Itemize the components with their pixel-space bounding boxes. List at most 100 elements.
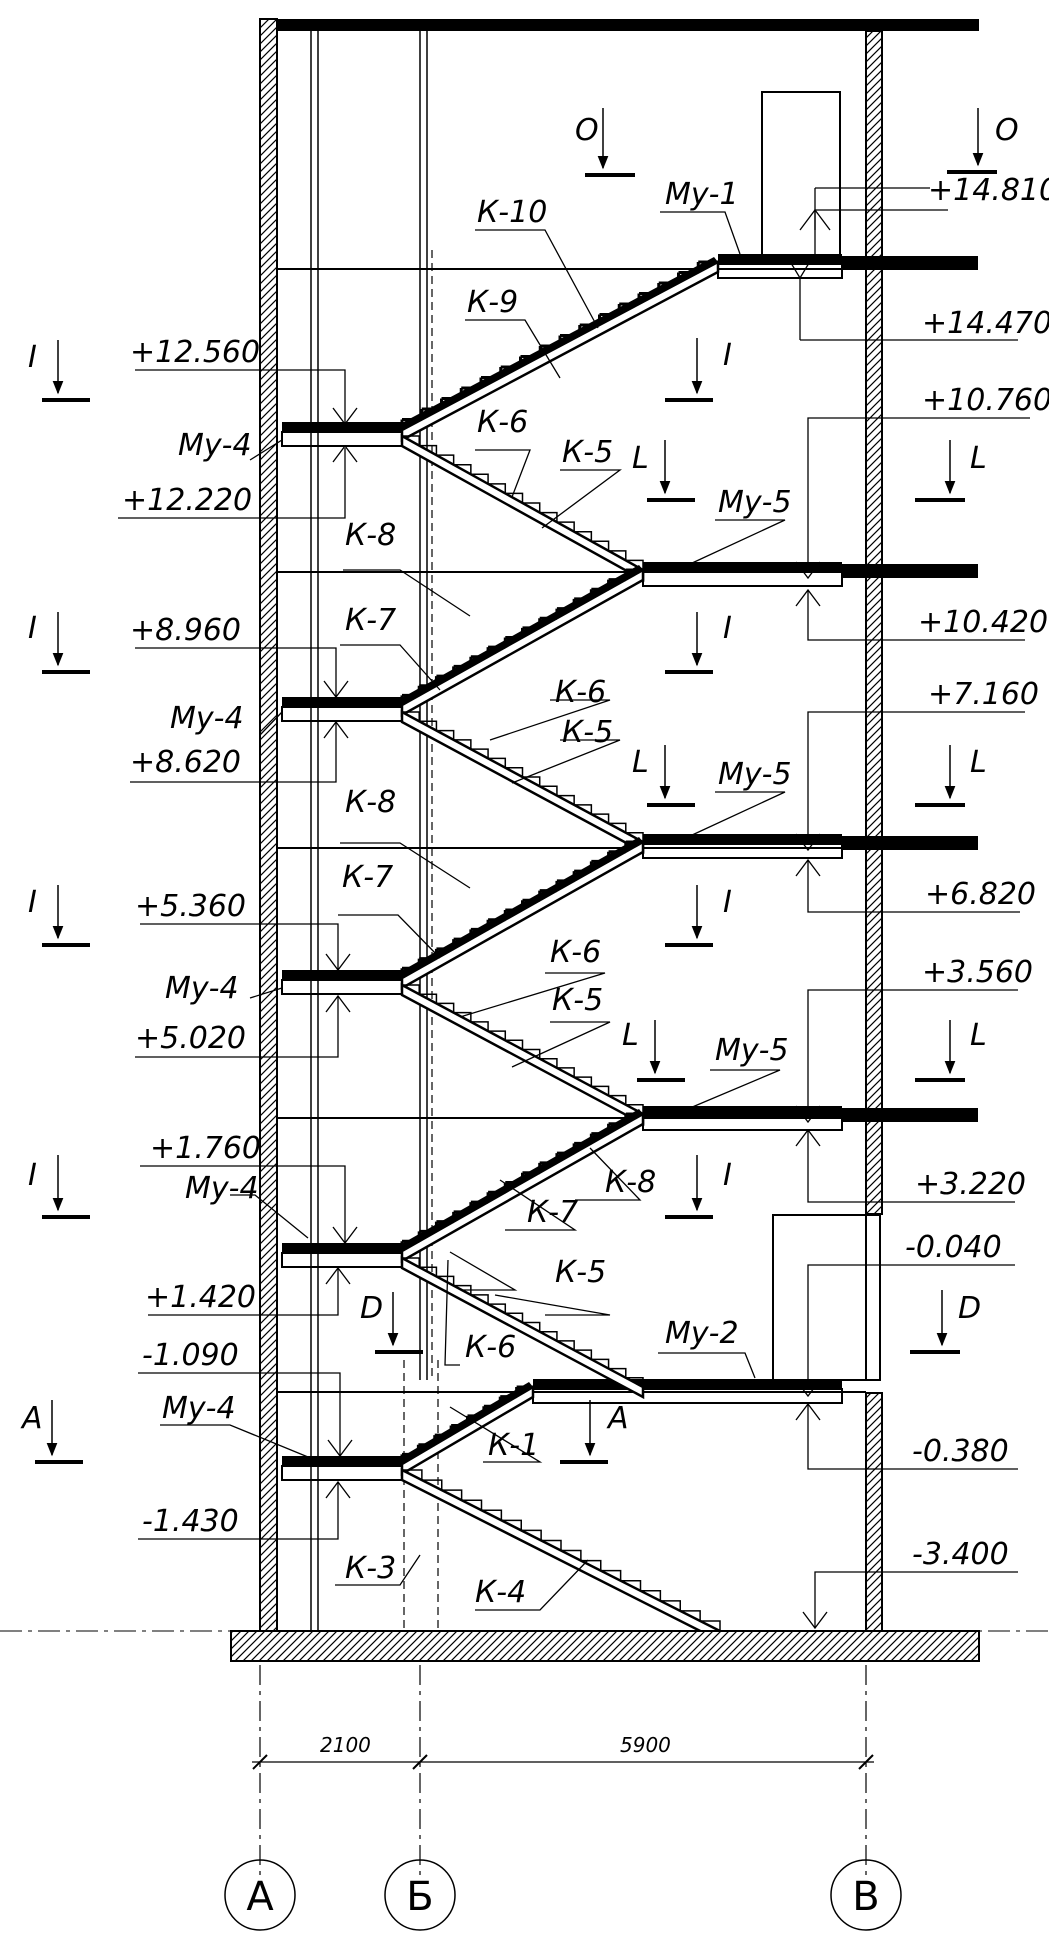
flight-steps-2 [402, 435, 644, 570]
mark-k8-2: К-8 [345, 785, 396, 820]
flight-slab-6 [400, 982, 645, 1127]
axis-bubble-v [830, 1859, 902, 1931]
elev-left-1090: -1.090 [142, 1338, 239, 1373]
elev-right-6820: +6.820 [925, 877, 1036, 912]
mark-k3: К-3 [345, 1551, 396, 1586]
wall-axis-v-lower [865, 1392, 883, 1632]
section-l-1-right: L [970, 441, 987, 476]
elev-right-3220: +3.220 [915, 1167, 1026, 1202]
mark-mu4-5: Му-4 [162, 1391, 236, 1426]
section-o-left: О [575, 113, 599, 148]
mark-mu5-2: Му-5 [718, 757, 792, 792]
mark-k4: К-4 [475, 1575, 526, 1610]
mark-mu4-1: Му-4 [178, 428, 252, 463]
mark-mu4-3: Му-4 [165, 971, 239, 1006]
section-i-2-mid: I [723, 611, 732, 646]
landings-right [532, 254, 843, 1404]
axis-label-v: В [852, 1874, 879, 1920]
dimension-lines [252, 1665, 874, 1880]
flight-treads-3 [398, 565, 643, 705]
elev-right-7160: +7.160 [928, 677, 1039, 712]
elev-right-10420: +10.420 [918, 605, 1048, 640]
flight-slab-5 [400, 839, 645, 991]
flight-slab-1 [400, 259, 720, 443]
mark-k8-1: К-8 [345, 518, 396, 553]
section-i-4-left: I [28, 1158, 37, 1193]
dimension-right: 5900 [620, 1733, 671, 1757]
elev-left-1430: -1.430 [142, 1504, 239, 1539]
elev-left-5360: +5.360 [135, 889, 246, 924]
axis-bubble-b [384, 1859, 456, 1931]
mark-k9: К-9 [467, 285, 518, 320]
elev-left-12560: +12.560 [130, 335, 260, 370]
section-i-3-left: I [28, 885, 37, 920]
door-entry-leaf [865, 1214, 881, 1381]
axis-bubble-a [224, 1859, 296, 1931]
mark-k6-3: К-6 [550, 935, 601, 970]
elev-right-3400: -3.400 [912, 1537, 1009, 1572]
section-o-right: О [995, 113, 1019, 148]
mark-mu4-2: Му-4 [170, 701, 244, 736]
section-l-3-right: L [970, 1018, 987, 1053]
section-d-mid: D [360, 1291, 383, 1326]
mark-k5-2: К-5 [562, 715, 613, 750]
mark-k7-3: К-7 [527, 1195, 578, 1230]
mark-mu5-3: Му-5 [715, 1033, 789, 1068]
flight-slab-3 [400, 567, 645, 718]
elev-right-0380: -0.380 [912, 1434, 1009, 1469]
flight-slab-10 [400, 1467, 722, 1644]
landings-left [281, 422, 403, 1481]
section-l-2-right: L [970, 745, 987, 780]
ground-slab [230, 1630, 980, 1662]
flight-steps-4 [402, 711, 644, 842]
mark-k5-3: К-5 [552, 983, 603, 1018]
elev-left-1760: +1.760 [150, 1131, 261, 1166]
elev-right-10760: +10.760 [922, 383, 1049, 418]
door-entry [772, 1214, 867, 1381]
axis-bubbles [224, 1859, 902, 1931]
mark-k1: К-1 [488, 1428, 539, 1463]
mark-mu2: Му-2 [665, 1316, 739, 1351]
flight-slab-8 [400, 1255, 645, 1400]
elev-right-14810: +14.810 [928, 173, 1049, 208]
section-i-2-left: I [28, 611, 37, 646]
stair-flights [398, 257, 722, 1644]
section-a-mid: A [606, 1401, 629, 1436]
mark-k7-2: К-7 [342, 860, 393, 895]
mark-k6-2: К-6 [555, 675, 606, 710]
section-i-1-left: I [28, 340, 37, 375]
flight-treads-1 [398, 257, 718, 430]
flight-steps-6 [402, 984, 644, 1114]
mark-mu4-4: Му-4 [185, 1171, 259, 1206]
flight-treads-7 [398, 1109, 643, 1251]
mark-k6-4: К-6 [465, 1330, 516, 1365]
mark-k5-1: К-5 [562, 435, 613, 470]
elev-left-1420: +1.420 [145, 1280, 256, 1315]
roof-slab [259, 19, 979, 31]
axis-label-b: Б [406, 1874, 433, 1920]
section-i-3-mid: I [723, 885, 732, 920]
wall-axis-v-upper [865, 30, 883, 1215]
elevation-leaders [118, 187, 1030, 1628]
flight-steps-8 [402, 1257, 644, 1387]
mark-k5-4: К-5 [555, 1255, 606, 1290]
section-a-left: A [20, 1401, 43, 1436]
elevation-arrows [323, 208, 831, 1630]
elev-left-8960: +8.960 [130, 613, 241, 648]
elev-left-12220: +12.220 [122, 483, 252, 518]
elev-right-3560: +3.560 [922, 955, 1033, 990]
section-i-1-mid: I [723, 338, 732, 373]
elev-left-5020: +5.020 [135, 1021, 246, 1056]
elev-left-8620: +8.620 [130, 745, 241, 780]
dimension-left: 2100 [320, 1733, 371, 1757]
section-d-right: D [958, 1291, 981, 1326]
section-l-3-mid: L [622, 1018, 639, 1053]
flight-treads-5 [398, 837, 643, 978]
mark-k6-1: К-6 [477, 405, 528, 440]
mark-k7-1: К-7 [345, 603, 396, 638]
mark-k8-3: К-8 [605, 1165, 656, 1200]
section-markers [35, 108, 997, 1464]
flight-treads-9 [398, 1382, 533, 1464]
section-i-4-mid: I [723, 1158, 732, 1193]
